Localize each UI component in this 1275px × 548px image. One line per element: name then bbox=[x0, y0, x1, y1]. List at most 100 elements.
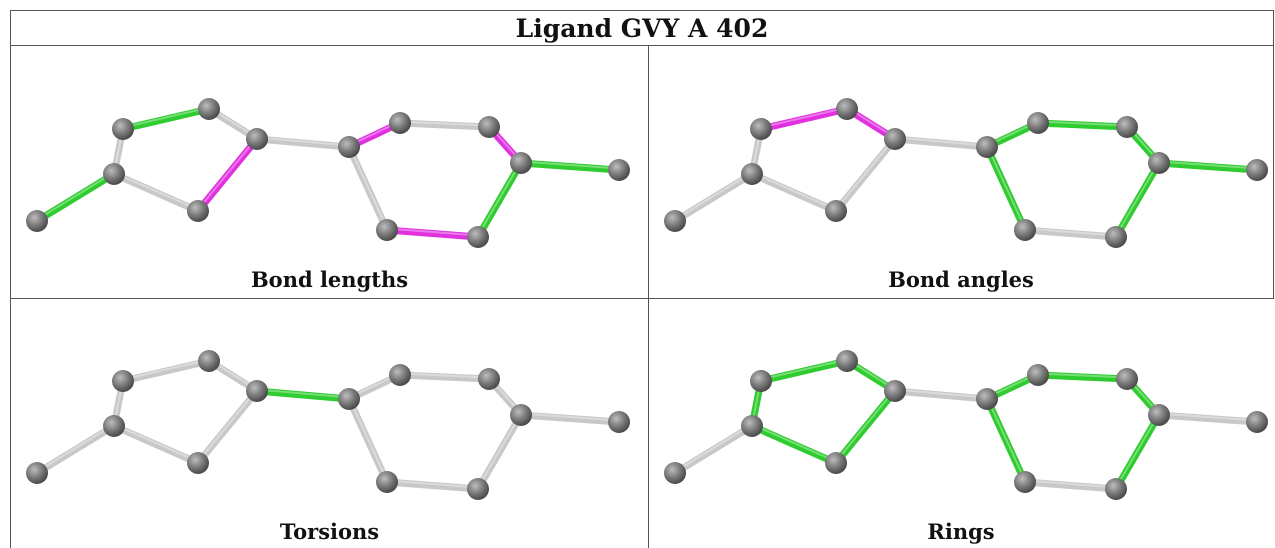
atom-4 bbox=[741, 163, 763, 185]
bond-3-6 bbox=[253, 135, 353, 151]
bond-5-4 bbox=[110, 170, 202, 215]
bond-shine-9-10 bbox=[1158, 160, 1258, 170]
bond-7-8 bbox=[396, 371, 493, 383]
bond-shine-7-8 bbox=[399, 120, 490, 127]
caption-bond-lengths: Bond lengths bbox=[250, 267, 409, 292]
atom-10 bbox=[1246, 159, 1268, 181]
bond-shine-12-6 bbox=[986, 396, 1026, 482]
panel-torsions: Torsions bbox=[11, 299, 648, 548]
bond-3-5 bbox=[194, 135, 261, 215]
atom-6 bbox=[338, 388, 360, 410]
bond-shine-5-4 bbox=[751, 171, 837, 211]
bond-5-4 bbox=[748, 422, 840, 467]
bond-shine-3-6 bbox=[894, 136, 988, 147]
bond-shine-3-5 bbox=[197, 136, 258, 211]
bond-12-6 bbox=[983, 143, 1029, 234]
bond-9-10 bbox=[517, 411, 623, 426]
atom-7 bbox=[389, 364, 411, 386]
atom-2 bbox=[836, 350, 858, 372]
bond-shine-1-2 bbox=[122, 358, 210, 381]
bond-9-11 bbox=[1112, 159, 1163, 241]
bond-shine-5-4 bbox=[751, 423, 837, 463]
atom-6 bbox=[338, 136, 360, 158]
atom-8 bbox=[478, 368, 500, 390]
bond-shine-12-6 bbox=[348, 144, 388, 230]
molecule-bond-lengths bbox=[26, 98, 630, 248]
bond-shine-7-8 bbox=[1037, 120, 1128, 127]
bond-7-8 bbox=[1034, 119, 1131, 131]
bond-shine-9-10 bbox=[520, 160, 620, 170]
bond-1-2 bbox=[119, 105, 213, 133]
bond-1-2 bbox=[757, 357, 851, 385]
bond-shine-3-5 bbox=[835, 388, 896, 463]
atom-12 bbox=[1014, 471, 1036, 493]
molecule-torsions bbox=[26, 350, 630, 500]
atom-10 bbox=[608, 159, 630, 181]
bond-3-6 bbox=[253, 387, 353, 403]
bond-shine-3-5 bbox=[197, 388, 258, 463]
panel-bond-angles: Bond angles bbox=[649, 47, 1273, 298]
bond-shine-9-11 bbox=[1115, 412, 1160, 489]
left-border bbox=[10, 46, 11, 548]
atom-0 bbox=[664, 462, 686, 484]
bond-5-4 bbox=[748, 170, 840, 215]
molecule-rings bbox=[664, 350, 1268, 500]
caption-torsions: Torsions bbox=[279, 519, 380, 544]
atom-2 bbox=[836, 98, 858, 120]
bond-1-2 bbox=[757, 105, 851, 133]
atom-11 bbox=[1105, 478, 1127, 500]
bond-shine-3-6 bbox=[894, 388, 988, 399]
bond-shine-7-8 bbox=[399, 372, 490, 379]
caption-rings: Rings bbox=[927, 519, 995, 544]
atom-11 bbox=[467, 226, 489, 248]
bond-0-4 bbox=[671, 422, 756, 477]
bond-shine-5-4 bbox=[113, 423, 199, 463]
bond-shine-3-5 bbox=[835, 136, 896, 211]
atom-1 bbox=[112, 370, 134, 392]
atom-11 bbox=[467, 478, 489, 500]
bond-3-5 bbox=[832, 387, 899, 467]
atom-10 bbox=[1246, 411, 1268, 433]
atom-8 bbox=[1116, 368, 1138, 390]
atom-5 bbox=[187, 200, 209, 222]
bond-shine-9-10 bbox=[1158, 412, 1258, 422]
molecule-bond-angles bbox=[664, 98, 1268, 248]
bond-9-10 bbox=[1155, 159, 1261, 174]
panel-rings: Rings bbox=[649, 299, 1273, 548]
bond-11-12 bbox=[1021, 478, 1120, 493]
right-border bbox=[1273, 46, 1274, 298]
atom-2 bbox=[198, 350, 220, 372]
atom-5 bbox=[825, 452, 847, 474]
bond-12-6 bbox=[345, 143, 391, 234]
figure-title: Ligand GVY A 402 bbox=[10, 10, 1274, 46]
bond-shine-0-4 bbox=[36, 171, 115, 221]
panel-bond-lengths: Bond lengths bbox=[11, 47, 648, 298]
atom-7 bbox=[1027, 112, 1049, 134]
bond-7-8 bbox=[396, 119, 493, 131]
bond-shine-5-4 bbox=[113, 171, 199, 211]
bond-0-4 bbox=[671, 170, 756, 225]
atom-6 bbox=[976, 388, 998, 410]
bond-shine-11-12 bbox=[1024, 479, 1117, 489]
atom-4 bbox=[103, 415, 125, 437]
bond-3-5 bbox=[194, 387, 261, 467]
atom-2 bbox=[198, 98, 220, 120]
atom-5 bbox=[187, 452, 209, 474]
bond-shine-3-6 bbox=[256, 136, 350, 147]
bond-0-4 bbox=[33, 422, 118, 477]
bond-shine-12-6 bbox=[348, 396, 388, 482]
bond-3-6 bbox=[891, 135, 991, 151]
bond-1-2 bbox=[119, 357, 213, 385]
atom-12 bbox=[1014, 219, 1036, 241]
bond-9-11 bbox=[1112, 411, 1163, 493]
bond-shine-9-11 bbox=[477, 412, 522, 489]
atom-12 bbox=[376, 471, 398, 493]
atom-9 bbox=[1148, 152, 1170, 174]
atom-3 bbox=[884, 128, 906, 150]
bond-shine-3-6 bbox=[256, 388, 350, 399]
atom-9 bbox=[1148, 404, 1170, 426]
bond-12-6 bbox=[983, 395, 1029, 486]
atom-0 bbox=[26, 462, 48, 484]
atom-1 bbox=[750, 370, 772, 392]
bond-0-4 bbox=[33, 170, 118, 225]
